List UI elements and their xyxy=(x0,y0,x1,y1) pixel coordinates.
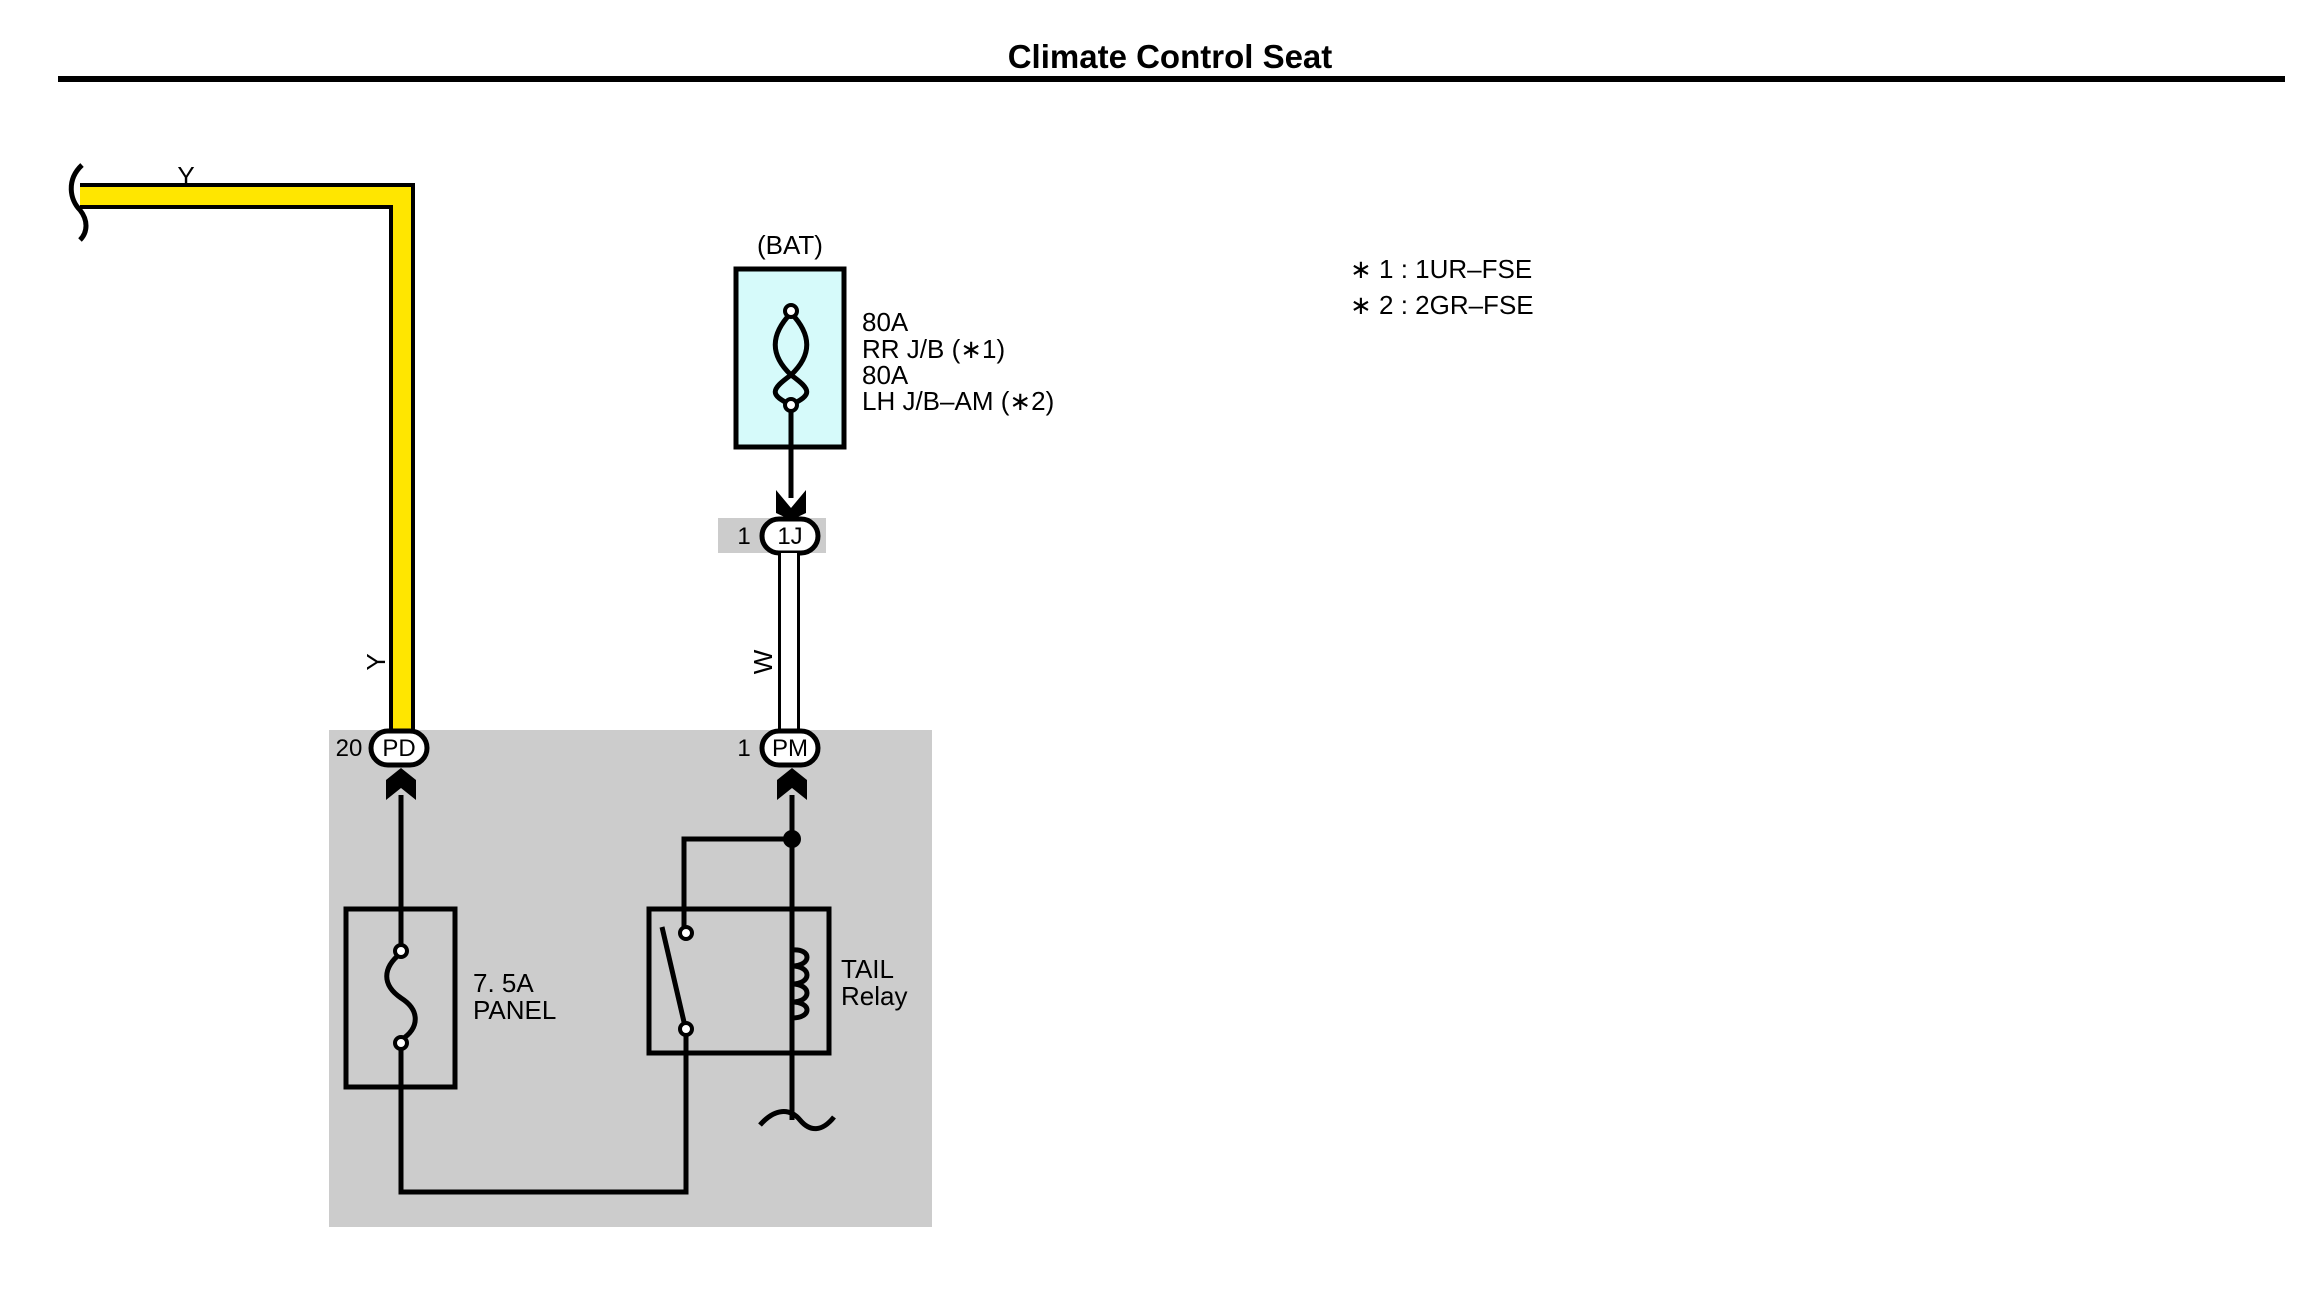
tail-relay-box xyxy=(646,906,832,1056)
connector-arrow-pm xyxy=(777,768,807,800)
fuse-name-1: RR J/B (∗1) xyxy=(862,334,1005,364)
connector-pm-oval xyxy=(759,728,821,768)
panel-fuse-rating: 7. 5A xyxy=(473,968,534,998)
page-title: Climate Control Seat xyxy=(1008,38,1333,75)
connector-pm-pin: 1 xyxy=(737,735,750,762)
engine-note-2: ∗ 2 : 2GR–FSE xyxy=(1350,290,1534,320)
fusible-link-icon xyxy=(772,303,810,413)
connector-arrow-pd xyxy=(386,768,416,800)
fuse-name-2: LH J/B–AM (∗2) xyxy=(862,386,1054,416)
relay-type: Relay xyxy=(841,981,907,1011)
relay-name: TAIL xyxy=(841,954,894,984)
wire-break-mark xyxy=(68,163,89,242)
connector-arrow-1j xyxy=(776,490,806,520)
fuse-rating-1: 80A xyxy=(862,307,909,337)
connector-1j-code: 1J xyxy=(777,523,802,550)
wire-color-label-left: Y xyxy=(361,653,391,670)
panel-fuse-icon xyxy=(384,909,418,1087)
engine-note-1: ∗ 1 : 1UR–FSE xyxy=(1350,254,1532,284)
wire-white xyxy=(778,553,800,730)
panel-fuse-name: PANEL xyxy=(473,995,556,1025)
connector-pd-pin: 20 xyxy=(336,735,363,762)
relay-coil-icon xyxy=(791,947,810,1021)
connector-pd-code: PD xyxy=(382,735,415,762)
ground-break-icon xyxy=(758,1109,836,1132)
wire-yellow xyxy=(80,183,415,734)
relay-switch-icon xyxy=(659,925,694,1037)
fuse-rating-2: 80A xyxy=(862,360,909,390)
connector-pd-oval xyxy=(368,728,430,768)
wire-color-label-top: Y xyxy=(177,161,194,191)
battery-label: (BAT) xyxy=(757,230,823,260)
wire-color-label-white: W xyxy=(748,649,778,674)
connector-pm-code: PM xyxy=(772,735,808,762)
panel-to-relay-line xyxy=(398,1034,689,1195)
connector-1j-pin: 1 xyxy=(737,523,750,550)
relay-contact-feed xyxy=(681,836,792,931)
